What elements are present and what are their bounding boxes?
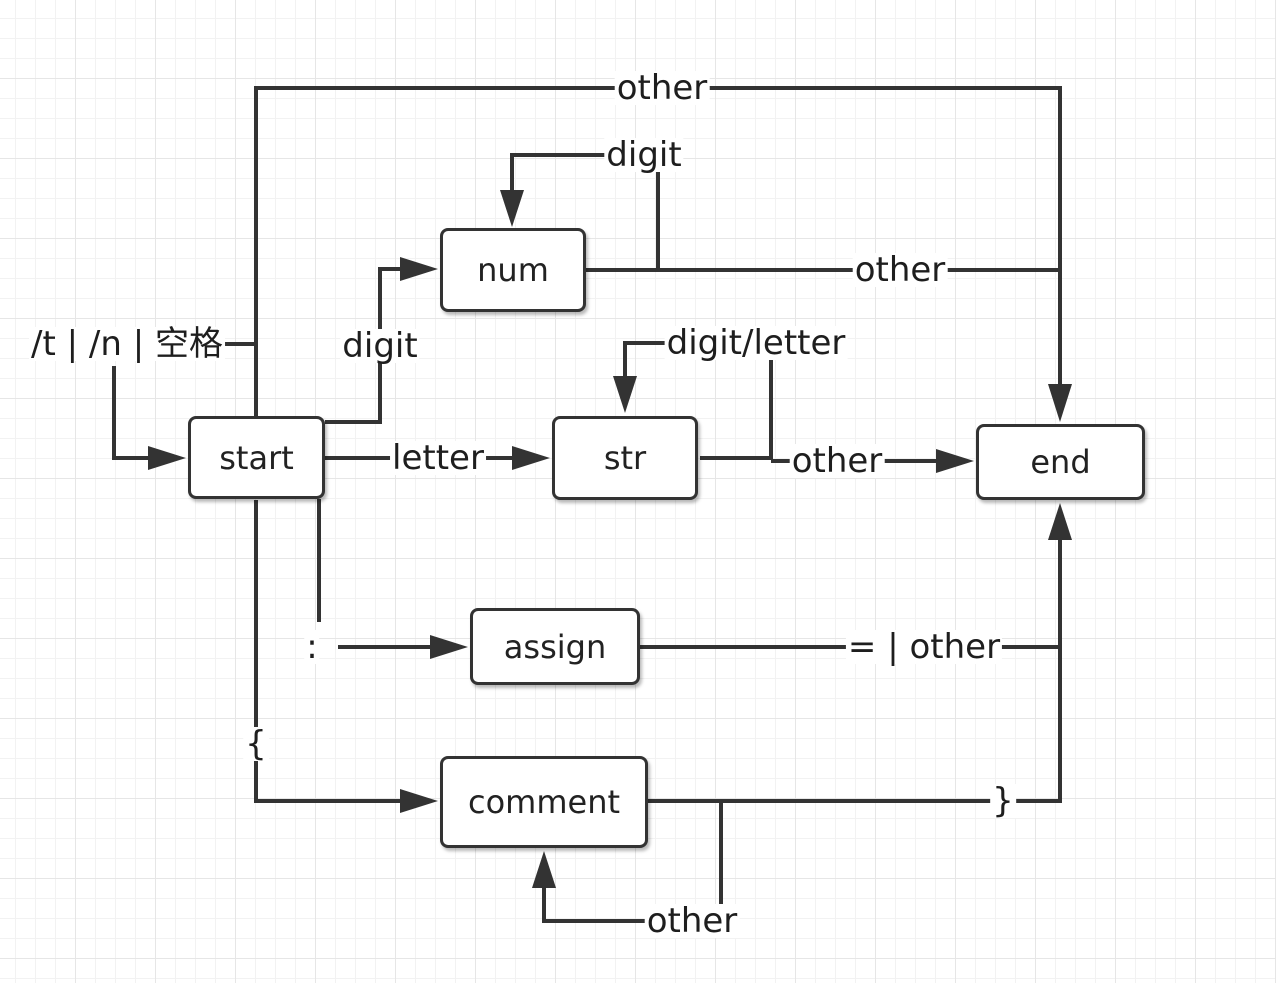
- label-str-loop: digit/letter: [664, 323, 848, 363]
- node-comment[interactable]: comment: [440, 756, 648, 848]
- edge-comment-other-loop: [542, 801, 723, 923]
- label-comment-loop-other: other: [644, 901, 740, 941]
- label-num-other: other: [852, 250, 948, 290]
- arrowhead-assign: [430, 635, 468, 659]
- arrowhead-num-loop: [500, 190, 524, 227]
- node-comment-label: comment: [467, 783, 621, 821]
- arrowhead-str-letter: [512, 446, 550, 470]
- label-top-other: other: [614, 68, 710, 108]
- label-num-loop-digit: digit: [604, 135, 684, 175]
- node-start-label: start: [219, 438, 294, 477]
- label-str-other: other: [789, 441, 885, 481]
- node-num[interactable]: num: [440, 228, 586, 312]
- node-start[interactable]: start: [188, 416, 325, 499]
- edge-comment-end: [648, 647, 1062, 803]
- label-assign-out: = | other: [845, 627, 1003, 667]
- arrowhead-comment: [400, 789, 438, 813]
- arrowhead-num-digit: [400, 257, 438, 281]
- node-num-label: num: [477, 251, 549, 289]
- arrowhead-str-loop: [613, 376, 637, 413]
- edge-num-digit-loop: [510, 153, 660, 270]
- node-assign[interactable]: assign: [470, 608, 640, 685]
- label-start-letter: letter: [390, 438, 486, 478]
- node-assign-label: assign: [503, 627, 607, 666]
- label-close-brace: }: [990, 781, 1016, 821]
- label-start-digit: digit: [340, 326, 420, 366]
- edge-start-brace-comment: [254, 500, 410, 803]
- label-open-brace: {: [243, 724, 269, 764]
- arrowhead-start-whitespace: [148, 446, 186, 470]
- node-end[interactable]: end: [976, 424, 1145, 500]
- edge-whitespace-in: [112, 366, 160, 460]
- node-str-label: str: [603, 439, 647, 477]
- node-str[interactable]: str: [552, 416, 698, 500]
- label-colon: :: [304, 627, 320, 667]
- arrowhead-end-bottom: [1048, 503, 1072, 540]
- arrowhead-end-str: [936, 449, 974, 473]
- arrowhead-end-top: [1048, 384, 1072, 422]
- node-end-label: end: [1030, 443, 1091, 481]
- label-whitespace: /t | /n | 空格: [29, 324, 225, 364]
- arrowhead-comment-loop: [532, 851, 556, 888]
